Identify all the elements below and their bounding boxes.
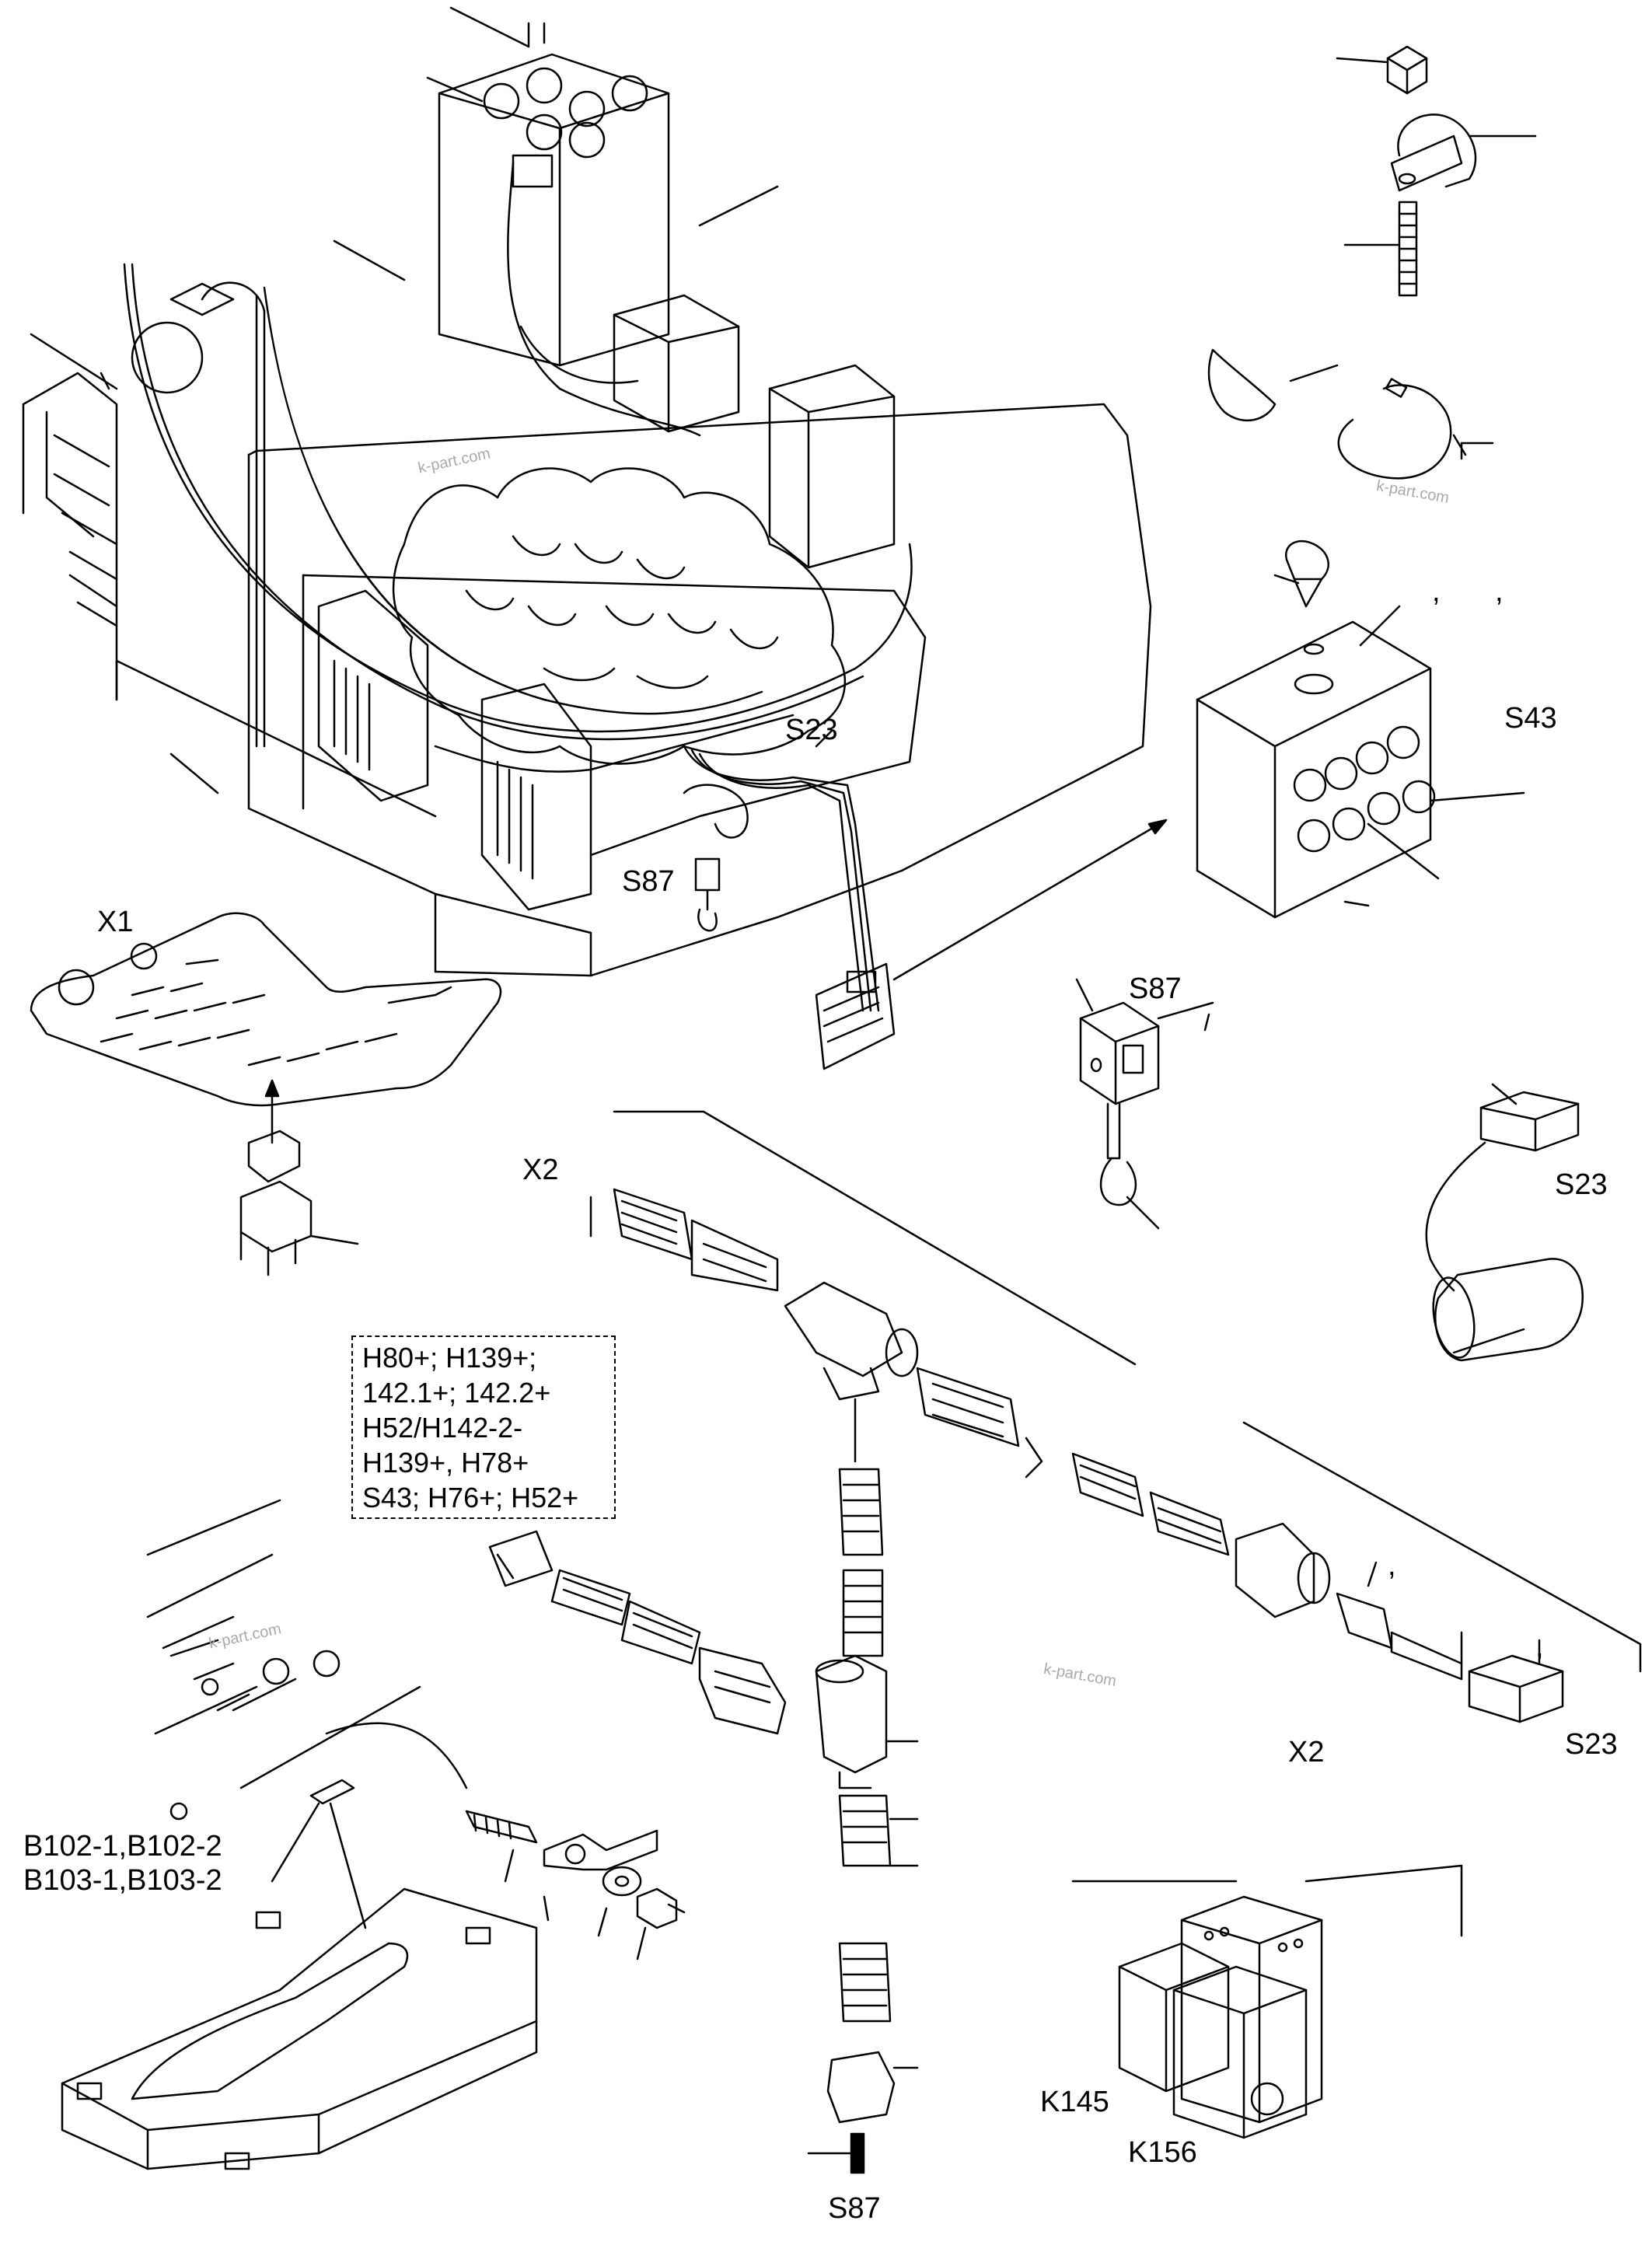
label-s87-bottom: S87 (828, 2192, 881, 2225)
label-s87-main: S87 (622, 865, 675, 898)
leader-lines (815, 729, 1370, 1032)
machine-body (22, 6, 1168, 1070)
label-s23-right: S23 (1555, 1168, 1608, 1201)
label-s87-right: S87 (1129, 972, 1182, 1005)
x1-connector-panel (30, 912, 502, 1276)
s87-sensor (1075, 978, 1214, 1230)
s23-sensor (1425, 1083, 1584, 1362)
label-k156: K156 (1128, 2136, 1197, 2169)
legend-line: H139+, H78+ (362, 1447, 529, 1479)
legend-line: H80+; H139+; (362, 1342, 537, 1374)
relay-block (1071, 1864, 1463, 2139)
x2-conduit-assembly (488, 1110, 1642, 2174)
fastener-set (1336, 45, 1537, 297)
label-s23-bottom: S23 (1565, 1728, 1618, 1761)
mark-comma: , (1535, 1631, 1544, 1664)
floor-frame (61, 1499, 686, 2170)
legend-line: S43; H76+; H52+ (362, 1482, 579, 1514)
label-s23-top: S23 (785, 714, 838, 746)
label-k145: K145 (1040, 2086, 1109, 2118)
mark-comma: , (1388, 1549, 1396, 1582)
label-x1: X1 (97, 906, 134, 938)
label-b103: B103-1,B103-2 (23, 1864, 222, 1897)
label-x2-bottom: X2 (1288, 1736, 1325, 1768)
legend-line: 142.1+; 142.2+ (362, 1377, 551, 1409)
mark-comma: , (1495, 575, 1504, 608)
cable-tie (1207, 348, 1494, 480)
s43-junction-box (1196, 539, 1525, 919)
legend-line: H52/H142-2- (362, 1412, 523, 1444)
mark-comma: , (1432, 575, 1441, 608)
circuit-legend-box: H80+; H139+; 142.1+; 142.2+ H52/H142-2- … (351, 1335, 616, 1519)
label-s43: S43 (1504, 702, 1557, 735)
label-x2-top: X2 (522, 1154, 559, 1186)
label-b102: B102-1,B102-2 (23, 1830, 222, 1863)
